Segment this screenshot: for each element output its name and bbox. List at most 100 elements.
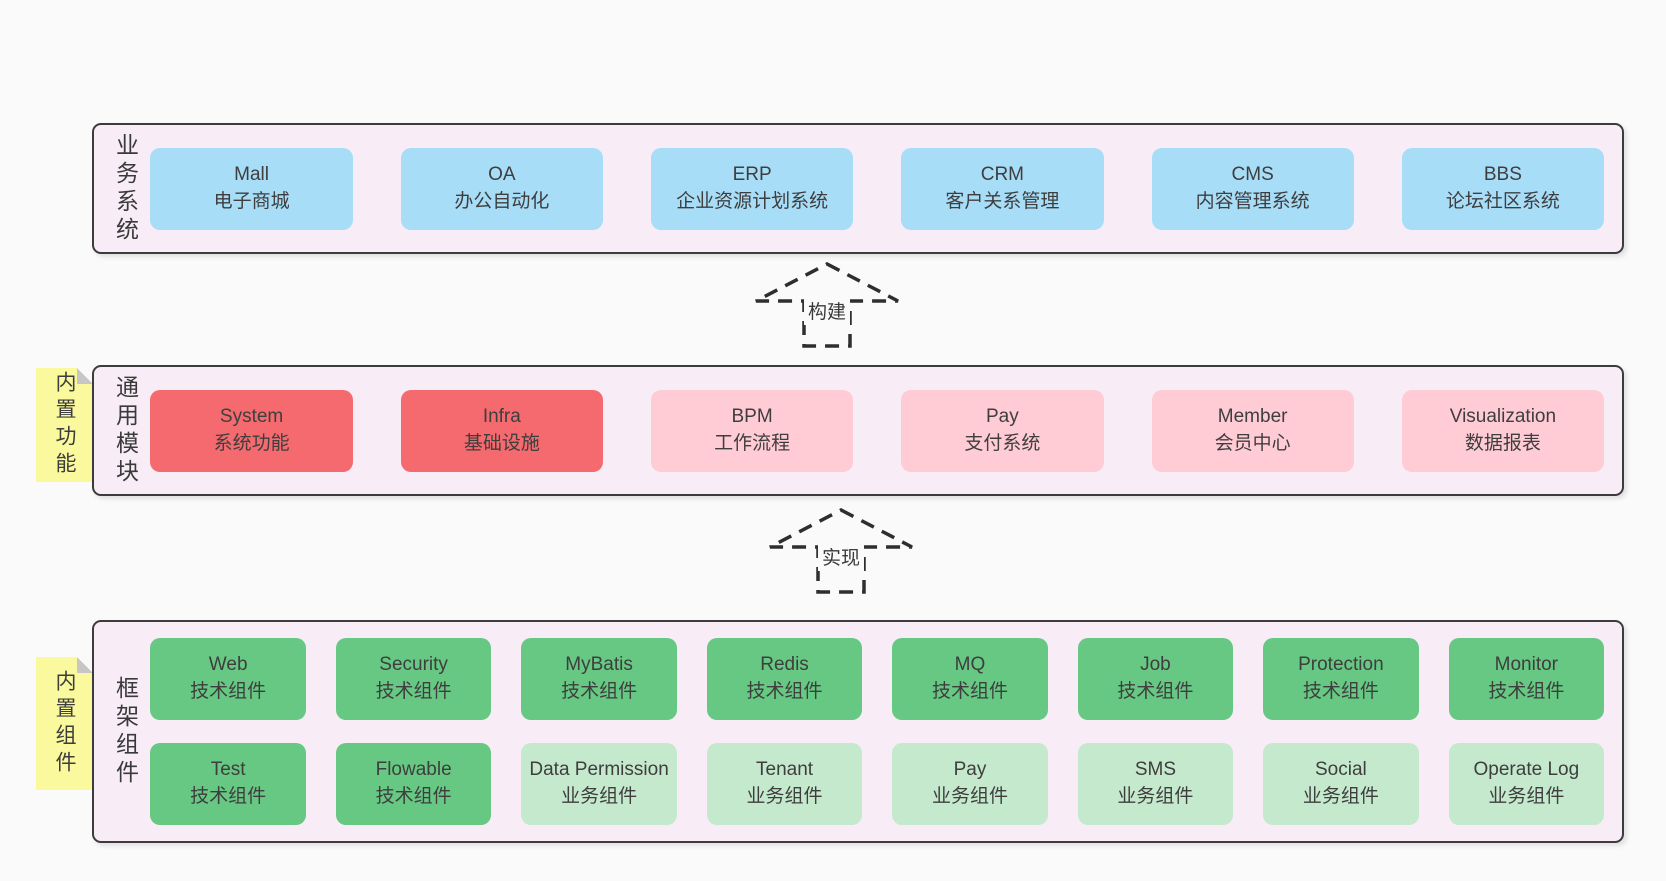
card-job: Job 技术组件: [1077, 638, 1234, 720]
card-crm: CRM 客户关系管理: [901, 147, 1104, 230]
implement-arrow: 实现: [766, 506, 916, 596]
card-monitor: Monitor 技术组件: [1448, 638, 1605, 720]
card-title: Infra: [482, 405, 521, 427]
card-title: Flowable: [375, 759, 452, 781]
card-title: Social: [1315, 759, 1367, 781]
card-title: Monitor: [1494, 654, 1559, 676]
card-subtitle: 技术组件: [931, 681, 1008, 702]
card-subtitle: 业务组件: [746, 786, 823, 807]
card-subtitle: 业务组件: [1488, 786, 1565, 807]
card-subtitle: 技术组件: [1488, 681, 1565, 702]
card-title: Operate Log: [1473, 759, 1580, 781]
card-subtitle: 技术组件: [190, 786, 267, 807]
sticky-note-label: 内置功能: [53, 371, 77, 479]
card-subtitle: 论坛社区系统: [1445, 190, 1560, 212]
dashed-up-arrow-icon: [755, 262, 899, 348]
card-title: Test: [210, 759, 246, 781]
card-test: Test 技术组件: [150, 743, 306, 825]
card-mq: MQ 技术组件: [892, 638, 1048, 720]
folded-corner-icon: [77, 657, 93, 673]
build-arrow: 构建: [752, 260, 902, 350]
card-title: OA: [488, 163, 516, 185]
card-title: Security: [379, 654, 448, 676]
folded-corner-icon: [77, 368, 93, 384]
build-arrow-label: 构建: [803, 296, 851, 325]
sticky-note-builtin-features: 内置功能: [36, 368, 93, 482]
implement-arrow-label: 实现: [817, 542, 865, 571]
card-operate-log: Operate Log 业务组件: [1448, 743, 1605, 825]
card-data-permission: Data Permission 业务组件: [521, 743, 677, 825]
card-subtitle: 业务组件: [1302, 786, 1379, 807]
card-title: BPM: [731, 405, 773, 427]
card-flowable: Flowable 技术组件: [335, 743, 492, 825]
card-title: CRM: [980, 163, 1024, 185]
card-mybatis: MyBatis 技术组件: [521, 638, 677, 720]
card-subtitle: 业务组件: [1117, 786, 1194, 807]
card-subtitle: 数据报表: [1464, 432, 1541, 454]
card-member: Member 会员中心: [1151, 389, 1354, 472]
card-social: Social 业务组件: [1263, 743, 1419, 825]
card-subtitle: 技术组件: [746, 681, 823, 702]
panel-business-label: 业务系统: [112, 132, 139, 245]
panel-framework-label: 框架组件: [112, 675, 139, 788]
card-subtitle: 工作流程: [714, 432, 791, 454]
card-subtitle: 业务组件: [561, 786, 638, 807]
card-title: Protection: [1298, 654, 1384, 676]
sticky-note-builtin-components: 内置组件: [36, 657, 93, 790]
card-protection: Protection 技术组件: [1263, 638, 1419, 720]
card-title: CMS: [1231, 163, 1274, 185]
card-title: Data Permission: [529, 759, 669, 781]
card-title: Web: [208, 654, 248, 676]
card-sms: SMS 业务组件: [1077, 743, 1234, 825]
card-erp: ERP 企业资源计划系统: [650, 147, 854, 230]
card-title: Member: [1217, 405, 1288, 427]
card-subtitle: 基础设施: [463, 432, 540, 454]
card-title: Pay: [985, 405, 1019, 427]
card-subtitle: 电子商城: [213, 190, 290, 212]
card-subtitle: 技术组件: [375, 681, 452, 702]
card-subtitle: 技术组件: [375, 786, 452, 807]
card-bbs: BBS 论坛社区系统: [1401, 147, 1605, 230]
panel-business-systems: 业务系统 Mall 电子商城 OA 办公自动化 ERP 企业资源计划系统 CRM 客户关系管理…: [92, 123, 1624, 254]
card-title: MQ: [954, 654, 986, 676]
card-title: Visualization: [1449, 405, 1557, 427]
card-subtitle: 办公自动化: [454, 190, 550, 212]
card-title: ERP: [732, 163, 772, 185]
card-visualization: Visualization 数据报表: [1401, 389, 1605, 472]
card-mall: Mall 电子商城: [150, 147, 353, 230]
card-title: MyBatis: [565, 654, 633, 676]
card-title: Redis: [760, 654, 809, 676]
card-title: Job: [1140, 654, 1171, 676]
card-title: BBS: [1483, 163, 1522, 185]
card-subtitle: 技术组件: [561, 681, 638, 702]
card-title: Mall: [234, 163, 269, 185]
card-redis: Redis 技术组件: [706, 638, 863, 720]
card-subtitle: 技术组件: [1117, 681, 1194, 702]
card-subtitle: 客户关系管理: [945, 190, 1060, 212]
card-pay: Pay 支付系统: [901, 389, 1104, 472]
sticky-note-label: 内置组件: [53, 669, 77, 778]
card-pay: Pay 业务组件: [892, 743, 1048, 825]
card-subtitle: 会员中心: [1214, 432, 1291, 454]
dashed-up-arrow-icon: [769, 508, 913, 594]
card-bpm: BPM 工作流程: [650, 389, 854, 472]
card-subtitle: 支付系统: [964, 432, 1041, 454]
card-title: System: [219, 405, 284, 427]
card-subtitle: 业务组件: [931, 786, 1008, 807]
card-title: SMS: [1134, 759, 1177, 781]
card-subtitle: 企业资源计划系统: [676, 190, 829, 212]
card-subtitle: 技术组件: [1302, 681, 1379, 702]
card-title: Pay: [953, 759, 987, 781]
